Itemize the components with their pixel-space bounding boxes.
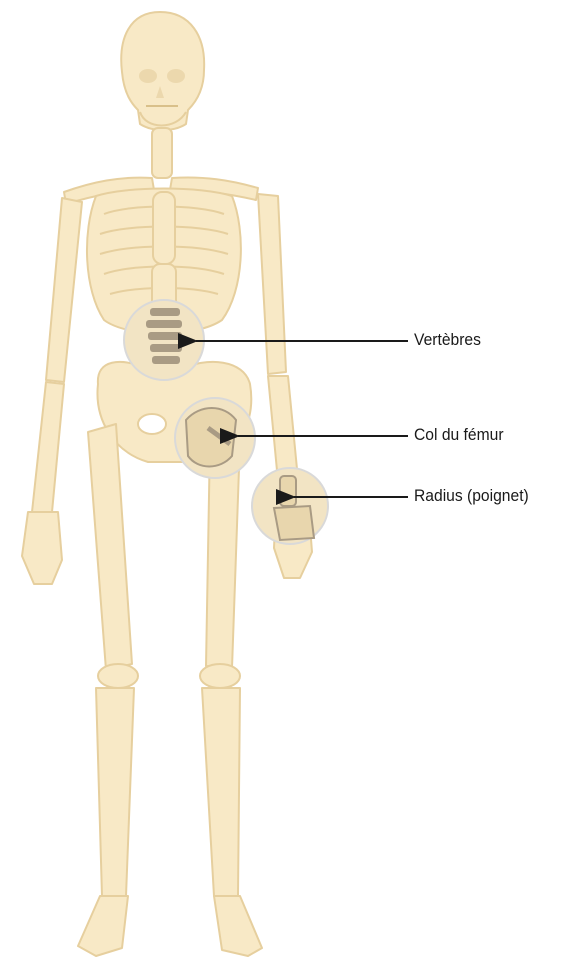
tibia-right xyxy=(202,688,240,896)
tibia-left xyxy=(96,688,134,896)
label-wrist: Radius (poignet) xyxy=(414,486,529,506)
magnifier-femur-icon xyxy=(186,408,236,467)
label-vertebrae: Vertèbres xyxy=(414,330,481,350)
knee-right xyxy=(200,664,240,688)
knee-left xyxy=(98,664,138,688)
eye-socket-left xyxy=(139,69,157,83)
humerus-right xyxy=(258,194,286,374)
hand-left xyxy=(22,512,62,584)
zoom-vertebrae xyxy=(124,300,204,380)
sternum xyxy=(153,192,175,264)
foot-right xyxy=(214,896,262,956)
eye-socket-right xyxy=(167,69,185,83)
label-femoral-neck: Col du fémur xyxy=(414,425,504,445)
humerus-left xyxy=(46,198,82,382)
skull xyxy=(121,12,204,130)
forearm-left xyxy=(32,382,64,512)
zoom-femur xyxy=(175,398,255,478)
zoom-wrist xyxy=(252,468,328,544)
obturator-left xyxy=(138,414,166,434)
cervical-spine xyxy=(152,128,172,178)
femur-left xyxy=(88,424,132,670)
foot-left xyxy=(78,896,128,956)
